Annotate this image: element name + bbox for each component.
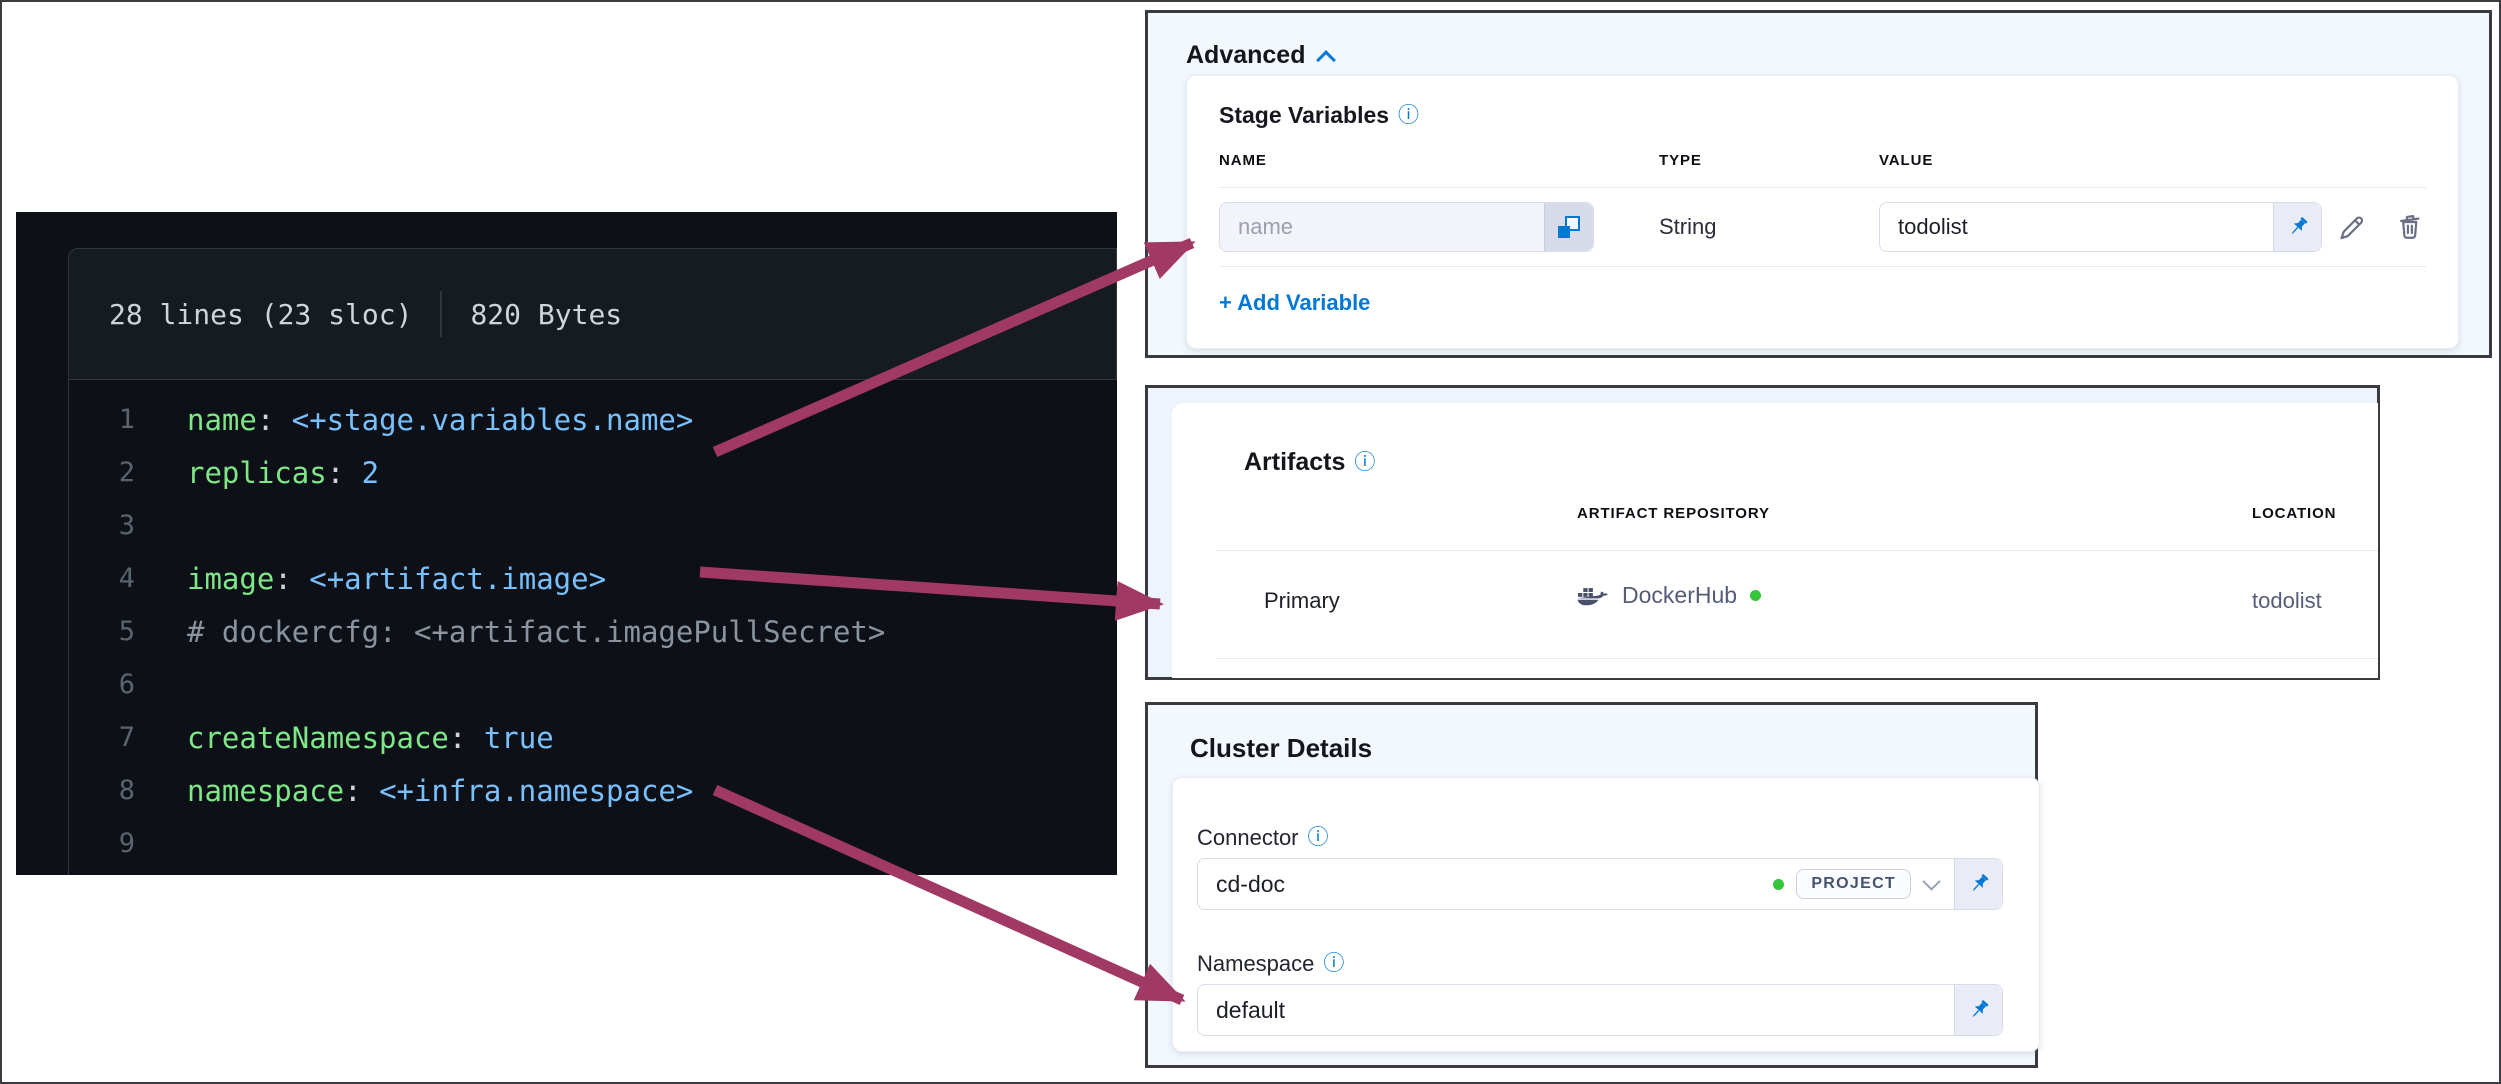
line-number: 7 [118,722,135,753]
code-line: 6 [69,658,1117,711]
status-dot [1750,590,1762,601]
edit-icon [2340,216,2364,240]
line-number: 4 [118,563,135,594]
pin-button[interactable] [1954,859,2002,909]
edit-button[interactable] [2335,210,2369,244]
code-file-size: 820 Bytes [470,297,623,331]
chevron-down-icon[interactable] [1922,871,1941,891]
code-line: 3 [69,499,1117,552]
pin-button[interactable] [2273,203,2321,251]
variable-value-field[interactable] [1879,202,2322,252]
chevron-up-icon[interactable] [1316,50,1337,70]
delete-button[interactable] [2393,210,2427,244]
column-header-name: NAME [1219,152,1267,169]
column-header-location: LOCATION [2252,505,2337,522]
column-header-artifact-repository: ARTIFACT REPOSITORY [1577,505,1770,522]
scope-badge: PROJECT [1796,869,1911,899]
line-number: 1 [118,404,135,435]
connector-status-dot [1773,878,1785,890]
artifact-row: Primary DockerHub todolist [1172,573,2378,633]
pin-button[interactable] [1954,985,2002,1035]
info-icon: ⓘ [1307,826,1329,849]
line-number: 2 [118,457,135,488]
info-icon: ⓘ [1398,104,1420,127]
column-header-value: VALUE [1879,152,1934,169]
divider [1216,658,2378,659]
docker-whale-icon [1577,587,1608,605]
line-number: 5 [118,616,135,647]
pin-icon [1972,874,1988,892]
cluster-details-title: Cluster Details [1190,733,1373,763]
divider [1219,266,2426,267]
variable-name-input[interactable] [1220,214,1544,240]
connector-input[interactable] [1198,870,1774,898]
artifact-location: todolist [2252,588,2322,613]
repository-name: DockerHub [1622,582,1738,608]
code-lines-count: 28 lines (23 sloc) [109,297,413,331]
info-icon: ⓘ [1354,451,1376,474]
divider [1219,187,2426,188]
code-line: 9 [69,817,1117,870]
pin-icon [2291,217,2307,235]
trash-icon [2399,214,2420,239]
advanced-section-toggle[interactable]: Advanced [1186,41,1337,70]
info-icon: ⓘ [1323,952,1345,975]
connector-field[interactable]: PROJECT [1197,858,2003,910]
stats-divider [440,291,443,337]
variable-value-input[interactable] [1880,214,2273,240]
line-number: 3 [118,510,135,541]
line-number: 9 [118,828,135,859]
add-variable-link[interactable]: + Add Variable [1219,290,1371,315]
column-header-type: TYPE [1659,152,1702,169]
code-line: 5# dockercfg: <+artifact.imagePullSecret… [69,605,1117,658]
divider [1216,550,2378,551]
variable-name-field[interactable] [1219,202,1594,252]
variable-type-cell: String [1659,214,1717,239]
advanced-title: Advanced [1186,41,1306,69]
namespace-input[interactable] [1198,996,1954,1024]
artifact-repository-cell: DockerHub [1577,582,1762,609]
artifact-label: Primary [1264,588,1340,613]
pin-icon [1972,1000,1988,1018]
copy-button[interactable] [1544,203,1593,251]
namespace-field[interactable] [1197,984,2003,1036]
code-file-stats-bar: 28 lines (23 sloc) 820 Bytes [68,248,1117,380]
line-number: 8 [118,775,135,806]
line-number: 6 [118,669,135,700]
